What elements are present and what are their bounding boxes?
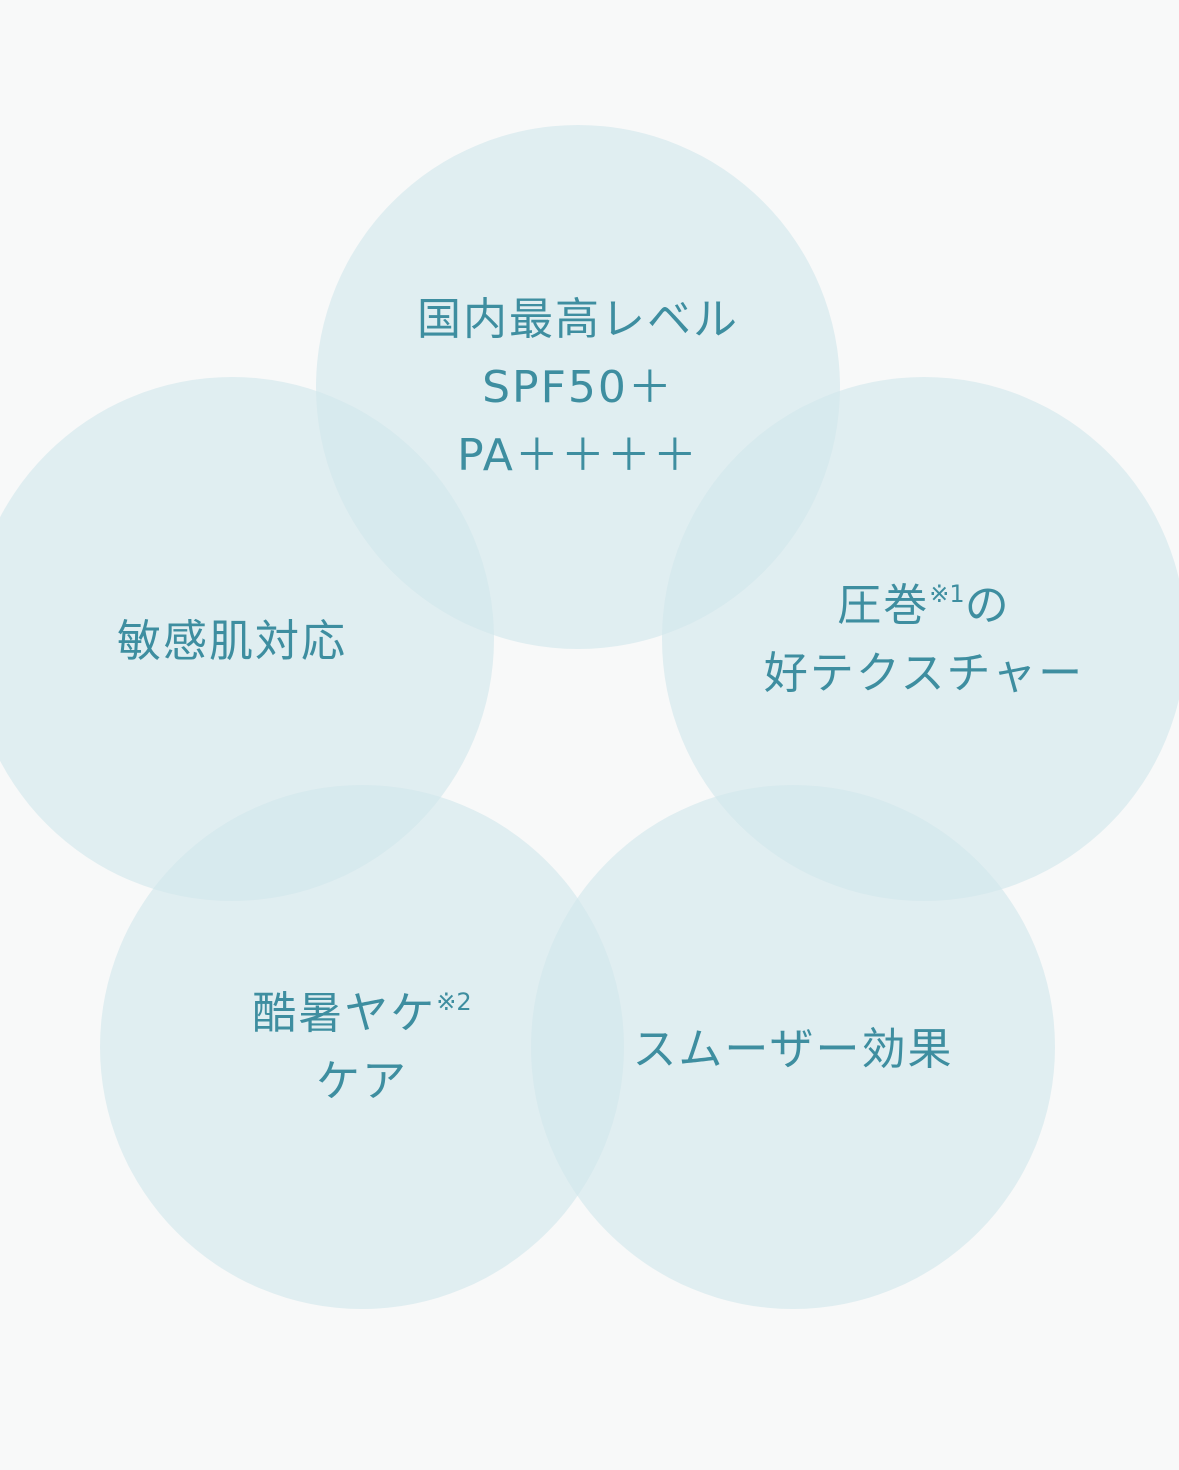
label-heat-care-line1: 酷暑ヤケ※2 [160,980,564,1048]
label-texture-line1: 圧巻※1の [712,572,1136,640]
label-heat-care-main: 酷暑ヤケ [252,988,437,1039]
label-heat-care: 酷暑ヤケ※2 ケア [160,980,564,1116]
circle-smoother [531,785,1055,1309]
label-texture-tail: の [964,580,1011,631]
label-spf-line3: PA＋＋＋＋ [457,430,699,481]
label-sensitive-skin-line1: 敏感肌対応 [117,616,347,667]
label-sensitive-skin: 敏感肌対応 [40,608,424,676]
label-texture: 圧巻※1の 好テクスチャー [712,572,1136,708]
footnote-mark-2: ※2 [436,988,472,1016]
label-spf-line2: SPF50＋ [482,362,674,413]
footnote-mark-1: ※1 [929,580,965,608]
label-spf-line1: 国内最高レベル [417,294,739,345]
label-smoother-line1: スムーザー効果 [632,1024,954,1075]
label-texture-main: 圧巻 [837,580,930,631]
label-texture-line2: 好テクスチャー [763,648,1085,699]
label-heat-care-line2: ケア [316,1056,408,1107]
label-smoother: スムーザー効果 [591,1016,995,1084]
label-spf: 国内最高レベル SPF50＋ PA＋＋＋＋ [371,286,785,490]
